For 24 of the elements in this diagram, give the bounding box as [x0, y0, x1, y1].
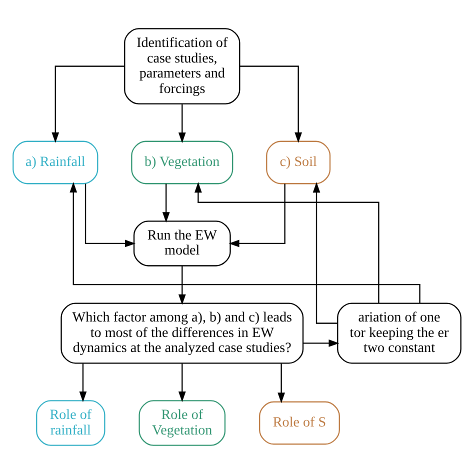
arrow: [228, 184, 286, 248]
arrow: [79, 364, 87, 402]
arrow: [84, 184, 136, 248]
node-box: Role of S: [259, 401, 340, 445]
node-box: Identification of case studies, parameters and forcings: [124, 28, 240, 104]
arrow: [303, 340, 340, 347]
arrow: [70, 182, 420, 304]
node-box: a) Rainfall: [12, 140, 98, 184]
arrow: [240, 66, 302, 143]
arrow: [194, 182, 380, 304]
node-box: ariation of one tor keeping the er two constant: [337, 302, 462, 364]
arrow: [178, 104, 186, 144]
arrow: [162, 184, 170, 223]
node-box: Run the EW model: [133, 220, 231, 266]
arrow: [178, 364, 186, 402]
node-box: Role of Vegetation: [138, 400, 226, 446]
arrow: [278, 364, 285, 404]
arrow: [52, 66, 124, 143]
node-box: b) Vegetation: [131, 140, 234, 184]
node-box: Which factor among a), b) and c) leads to most of the differences in EW dynamics at the analyzed case studies?: [60, 302, 304, 364]
node-box: c) Soil: [266, 140, 331, 184]
arrow: [312, 182, 338, 324]
node-box: Role of rainfall: [36, 400, 106, 446]
arrow: [178, 266, 186, 305]
